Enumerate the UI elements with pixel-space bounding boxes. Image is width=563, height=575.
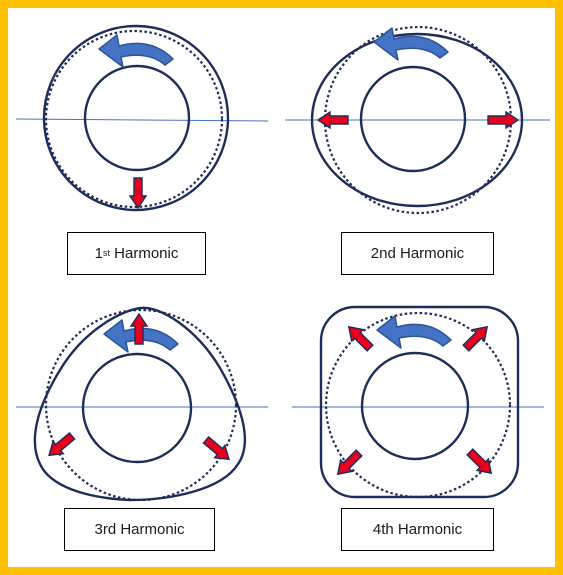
label-number: 1 xyxy=(94,245,103,262)
force-arrow-icon xyxy=(331,446,366,481)
label-text: Harmonic xyxy=(110,245,179,262)
reference-circle-dotted xyxy=(44,29,224,209)
label-3rd-harmonic: 3rd Harmonic xyxy=(64,508,215,551)
label-text: 4th Harmonic xyxy=(372,521,463,538)
deformed-outer-ring xyxy=(310,32,524,208)
reference-circle-dotted xyxy=(324,311,512,499)
inner-hub-circle xyxy=(81,352,193,464)
inner-hub-circle xyxy=(359,65,467,173)
panel-4th-harmonic xyxy=(292,305,544,499)
label-superscript: st xyxy=(102,247,110,258)
rotation-arrow-icon xyxy=(98,34,174,68)
deformed-outer-ring xyxy=(33,306,247,502)
label-text: 2nd Harmonic xyxy=(370,245,465,262)
deformed-outer-ring xyxy=(319,305,520,499)
force-arrow-icon xyxy=(129,177,147,209)
panel-3rd-harmonic xyxy=(16,306,268,502)
panel-2nd-harmonic xyxy=(285,25,550,215)
rotation-arrow-icon xyxy=(376,315,452,349)
inner-hub-circle xyxy=(360,351,470,461)
reference-circle-dotted xyxy=(44,308,238,502)
label-2nd-harmonic: 2nd Harmonic xyxy=(341,232,494,275)
label-text: 3rd Harmonic xyxy=(94,521,185,538)
label-4th-harmonic: 4th Harmonic xyxy=(341,508,494,551)
force-arrow-icon xyxy=(200,433,235,467)
force-arrow-icon xyxy=(463,445,498,480)
force-arrow-icon xyxy=(317,111,349,129)
deformed-outer-ring xyxy=(42,24,230,212)
force-arrow-icon xyxy=(43,429,78,463)
force-arrow-icon xyxy=(487,111,519,129)
panel-1st-harmonic xyxy=(15,24,269,212)
axis-line xyxy=(15,118,269,122)
rotation-arrow-icon xyxy=(373,27,449,61)
force-arrow-icon xyxy=(342,320,377,355)
inner-hub-circle xyxy=(83,64,191,172)
